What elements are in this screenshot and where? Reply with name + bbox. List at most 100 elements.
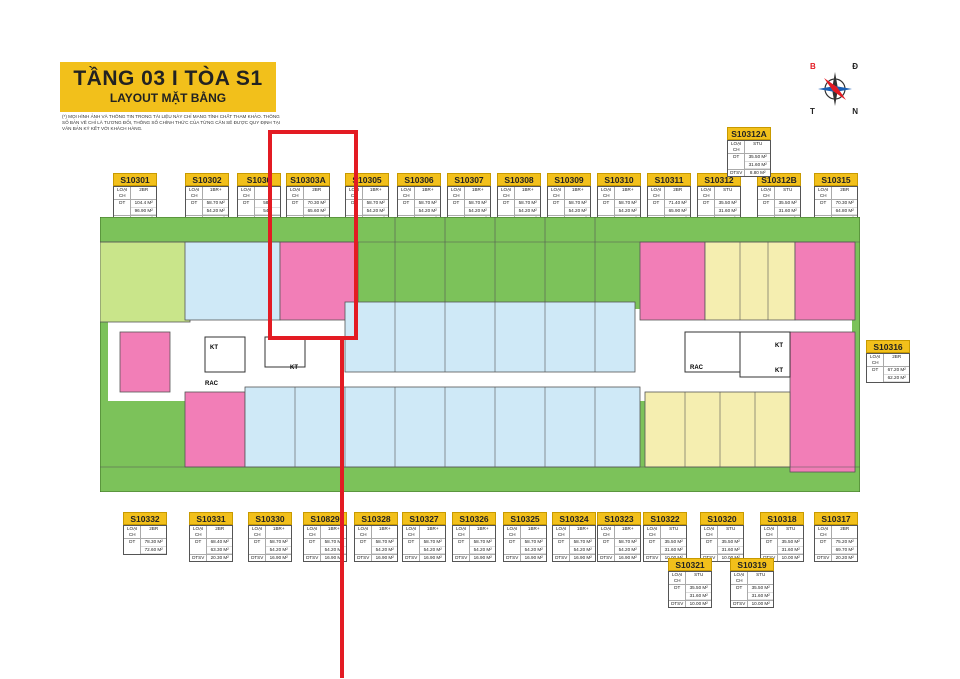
unit-tag[interactable]: S10323: [597, 512, 641, 525]
unit-type: 1BR+: [369, 187, 382, 192]
unit-tag[interactable]: S10321: [668, 558, 712, 571]
type-label: LOẠI CH: [644, 526, 662, 539]
dt-value: 58.70 M²: [565, 200, 590, 208]
dt-label: DT: [448, 200, 466, 215]
dt-label: DT: [504, 539, 522, 554]
unit-tag[interactable]: S10307: [447, 173, 491, 186]
dtsv-label: DTSV: [728, 169, 746, 177]
unit-tag[interactable]: S10318: [760, 512, 804, 525]
type-label: LOẠI CH: [669, 572, 687, 585]
dt-inner-value: 54.20 M²: [570, 547, 595, 554]
type-label: LOẠI CH: [598, 526, 616, 539]
core-right: [684, 331, 746, 373]
dt-label: DT: [758, 200, 776, 215]
unit-tag[interactable]: S10324: [552, 512, 596, 525]
unit-type: 2BR: [149, 526, 159, 531]
unit-tag[interactable]: S10829: [303, 512, 347, 525]
unit-tag[interactable]: S10328: [354, 512, 398, 525]
dt-label: DT: [701, 539, 719, 554]
dtsv-value: 20.20 M²: [835, 554, 854, 560]
dt-value: 70.30 M²: [304, 200, 329, 208]
type-label: LOẠI CH: [548, 187, 566, 200]
type-label: LOẠI CH: [761, 526, 779, 539]
unit-tag[interactable]: S10302: [185, 173, 229, 186]
dtsv-label: DTSV: [190, 554, 208, 562]
unit-tag[interactable]: S10331: [189, 512, 233, 525]
unit-tag[interactable]: S10320: [700, 512, 744, 525]
unit-tag[interactable]: S10303A: [286, 173, 330, 186]
unit-tag[interactable]: S10317: [814, 512, 858, 525]
type-label: LOẠI CH: [648, 187, 666, 200]
dt-inner-value: 54.20 M²: [470, 547, 495, 554]
dt-inner-value: 63.30 M²: [207, 547, 232, 554]
dtsv-value: 16.90 M²: [473, 554, 492, 560]
unit-type: 1BR+: [621, 526, 634, 531]
unit-tag[interactable]: S10327: [402, 512, 446, 525]
dt-value: 35.50 M²: [775, 200, 800, 208]
dtsv-label: DTSV: [761, 554, 779, 562]
dt-label: DT: [304, 539, 322, 554]
unit-tag[interactable]: S10308: [497, 173, 541, 186]
dt-value: 58.70 M²: [420, 539, 445, 547]
unit-type: 2BR: [673, 187, 683, 192]
dt-label: DT: [403, 539, 421, 554]
dt-label: DT: [355, 539, 373, 554]
unit-tag[interactable]: S10326: [452, 512, 496, 525]
unit-tag[interactable]: S10332: [123, 512, 167, 525]
dt-value: 58.70 M²: [321, 539, 346, 547]
dt-value: 67.20 M²: [884, 367, 909, 375]
dtsv-label: DTSV: [731, 600, 749, 608]
unit-type: 2BR: [840, 187, 850, 192]
dtsv-label: DTSV: [644, 554, 662, 562]
unit-tag[interactable]: S10309: [547, 173, 591, 186]
unit-tag[interactable]: S10306: [397, 173, 441, 186]
dtsv-value: 16.90 M²: [423, 554, 442, 560]
unit-type: STU: [694, 572, 704, 577]
dt-label: DT: [644, 539, 662, 554]
disclaimer-note: (*) MỌI HÌNH ẢNH VÀ THÔNG TIN TRONG TÀI …: [62, 114, 281, 131]
page-title: TẦNG 03 I TÒA S1: [73, 67, 263, 90]
type-label: LOẠI CH: [701, 526, 719, 539]
dt-value: 58.70 M²: [570, 539, 595, 547]
unit-tag[interactable]: S10330: [248, 512, 292, 525]
unit-type: 1BR+: [621, 187, 634, 192]
unit-tag[interactable]: S10301: [113, 173, 157, 186]
type-label: LOẠI CH: [815, 526, 833, 539]
page-subtitle: LAYOUT MẶT BẰNG: [109, 91, 227, 105]
unit-tag[interactable]: S10312A: [727, 127, 771, 140]
dt-label: DT: [761, 539, 779, 554]
dt-inner-value: 31.60 M²: [718, 547, 743, 554]
unit-type: 1BR+: [272, 526, 285, 531]
dtsv-label: DTSV: [504, 554, 522, 562]
dtsv-value: 16.90 M²: [269, 554, 288, 560]
compass-label-d: Đ: [852, 62, 858, 71]
unit-tag[interactable]: S10316: [866, 340, 910, 353]
type-label: LOẠI CH: [553, 526, 571, 539]
type-label: LOẠI CH: [124, 526, 142, 539]
unit-tag[interactable]: S10322: [643, 512, 687, 525]
unit-tag[interactable]: S10325: [503, 512, 547, 525]
dt-inner-value: 96.90 M²: [131, 208, 156, 215]
unit-type: 1BR+: [476, 526, 489, 531]
dtsv-value: 10.00 M²: [721, 554, 740, 560]
type-label: LOẠI CH: [598, 187, 616, 200]
dt-value: 58.70 M²: [615, 539, 640, 547]
unit-tag[interactable]: S10311: [647, 173, 691, 186]
unit-tag[interactable]: S10310: [597, 173, 641, 186]
type-label: LOẠI CH: [815, 187, 833, 200]
core-left: [204, 336, 246, 373]
unit-tag[interactable]: S10315: [814, 173, 858, 186]
type-label: LOẠI CH: [731, 572, 749, 585]
dt-label: DT: [238, 200, 256, 215]
dt-label: DT: [669, 585, 687, 600]
dt-inner-value: 54.20 M²: [203, 208, 228, 215]
floor-plan: KT KT KT KT RAC RAC: [100, 217, 860, 492]
unit-tag[interactable]: S10319: [730, 558, 774, 571]
dt-value: 35.50 M²: [661, 539, 686, 547]
unit-type: STU: [723, 187, 733, 192]
